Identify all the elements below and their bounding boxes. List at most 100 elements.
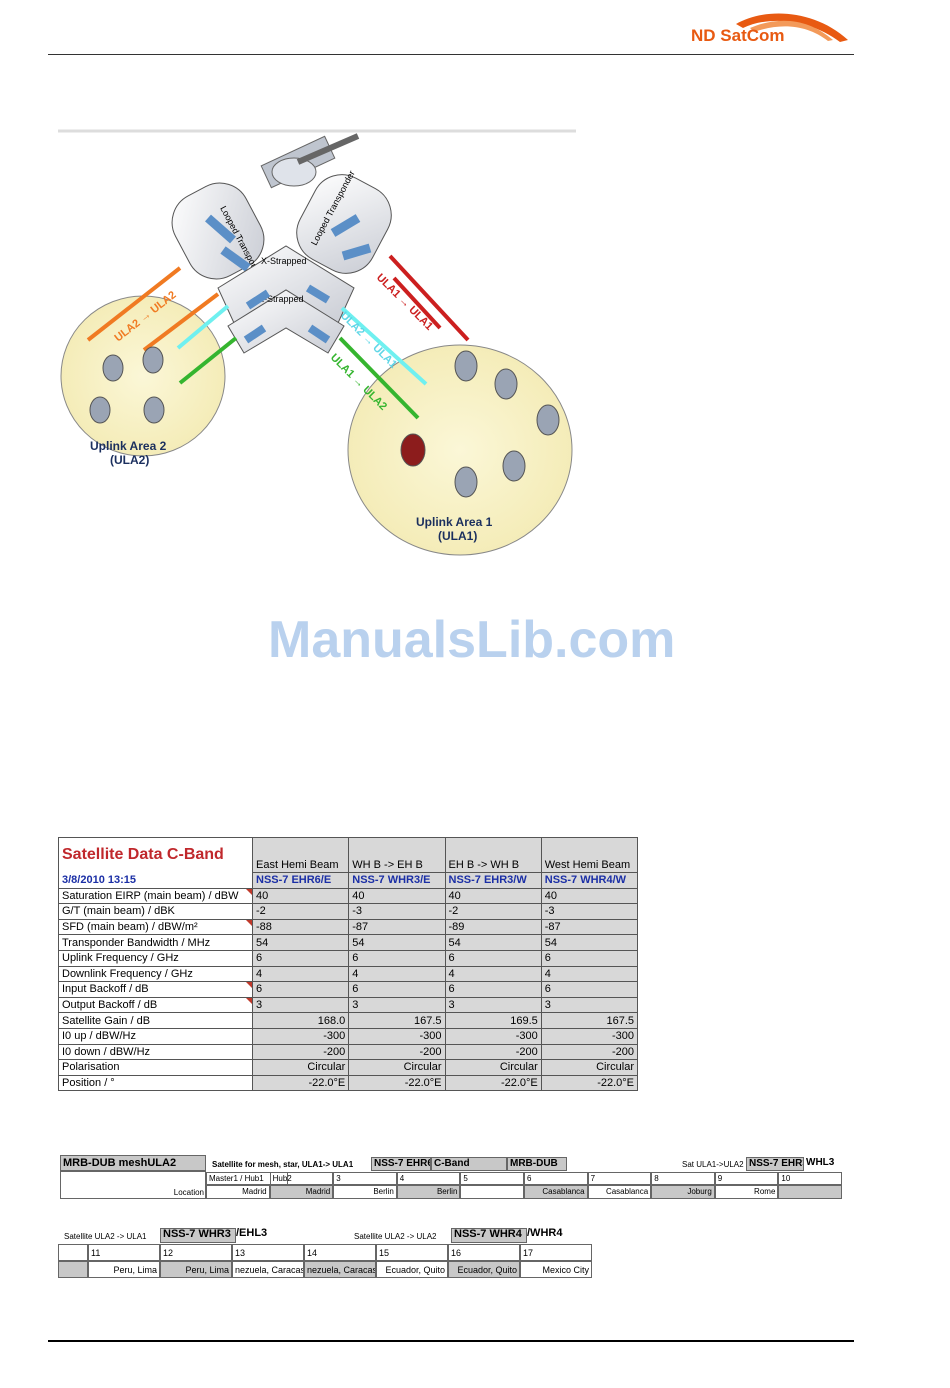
dish-icon	[494, 368, 518, 400]
table-cell: 4	[540, 965, 639, 983]
row-label: Saturation EIRP (main beam) / dBW	[58, 887, 253, 905]
location-cell: Ecuador, Quito	[376, 1261, 448, 1278]
number-cell: 16	[448, 1244, 520, 1261]
table-cell: -200	[540, 1043, 639, 1061]
table-cell: 4	[348, 965, 446, 983]
dish-icon	[536, 404, 560, 436]
mesh-mrb: MRB-DUB	[507, 1157, 567, 1171]
number-cell: 13	[232, 1244, 304, 1261]
table-cell: 40	[348, 887, 446, 905]
dish-icon	[502, 450, 526, 482]
location-cell: Rome	[714, 1185, 779, 1199]
table-cell: 54	[540, 934, 639, 951]
table-cell: 54	[251, 934, 350, 951]
row-label: Polarisation	[58, 1059, 253, 1076]
x-strapped-transponder: X-Strapped X-Strapped	[217, 245, 355, 354]
table-cell: 40	[444, 887, 542, 905]
dish-icon	[102, 354, 124, 382]
table-cell: 6	[348, 949, 446, 967]
table-cell: -22.0°E	[348, 1074, 446, 1092]
table-cell: Circular	[444, 1059, 542, 1076]
location-cell: Mexico City	[520, 1261, 592, 1278]
location-cell	[460, 1185, 524, 1199]
number-cell: 15	[376, 1244, 448, 1261]
location-cell: Joburg	[651, 1185, 715, 1199]
row-label: G/T (main beam) / dBK	[58, 903, 253, 920]
number-cell: 14	[304, 1244, 376, 1261]
table-cell: 6	[348, 981, 446, 998]
ula2-ula2-value: NSS-7 WHR4	[451, 1228, 527, 1243]
table-cell: 6	[540, 949, 639, 967]
row-label: I0 down / dBW/Hz	[58, 1043, 253, 1061]
satellite-data-table: Satellite Data C-Band East Hemi Beam WH …	[58, 837, 639, 1092]
table-cell: 4	[444, 965, 542, 983]
dish-icon	[454, 466, 478, 498]
table-cell: 6	[251, 981, 350, 998]
row-label: Downlink Frequency / GHz	[58, 965, 253, 983]
mesh-sat2-suffix: WHL3	[806, 1157, 835, 1168]
beam-name: NSS-7 EHR3/W	[444, 872, 542, 889]
number-cell: 11	[88, 1244, 160, 1261]
table-cell: 6	[251, 949, 350, 967]
satellite-topology-diagram: Looped Transponder Looped Transponder X-…	[58, 129, 576, 556]
logo-text: ND SatCom	[691, 26, 785, 45]
table-cell: 3	[348, 996, 446, 1014]
row-label: Input Backoff / dB	[58, 981, 253, 998]
table-cell: 167.5	[348, 1012, 446, 1029]
area2-label: Uplink Area 2	[90, 439, 167, 453]
row-label: Uplink Frequency / GHz	[58, 949, 253, 967]
table-cell: -87	[348, 918, 446, 936]
table-cell: -200	[251, 1043, 350, 1061]
header-rule	[48, 54, 854, 55]
dish-icon	[143, 396, 165, 424]
location-cell: Ecuador, Quito	[448, 1261, 520, 1278]
table-cell: -200	[444, 1043, 542, 1061]
mesh-sat-value: NSS-7 EHR6	[371, 1157, 431, 1171]
beam-name: NSS-7 WHR3/E	[348, 872, 446, 889]
hub-cell: 8	[651, 1172, 715, 1185]
hub-cell: 10	[778, 1172, 842, 1185]
table-cell: -200	[348, 1043, 446, 1061]
table-cell: -3	[540, 903, 639, 920]
table-cell: 3	[540, 996, 639, 1014]
hub-cell: 5	[460, 1172, 524, 1185]
row-spacer	[58, 1244, 88, 1261]
location-cell: nezuela, Caracas	[304, 1261, 376, 1278]
row-label: I0 up / dBW/Hz	[58, 1027, 253, 1045]
location-cell: Berlin	[333, 1185, 397, 1199]
table-cell: -300	[348, 1027, 446, 1045]
logo-swoosh-icon	[736, 13, 848, 42]
location-cell: Peru, Lima	[160, 1261, 232, 1278]
table-cell: -300	[444, 1027, 542, 1045]
table-date: 3/8/2010 13:15	[58, 872, 253, 889]
row-spacer	[58, 1261, 88, 1278]
hub-cell: Hub2	[269, 1172, 334, 1185]
table-cell: -22.0°E	[251, 1074, 350, 1092]
number-cell: 12	[160, 1244, 232, 1261]
location-cell: Peru, Lima	[88, 1261, 160, 1278]
ula2-ula1-value: NSS-7 WHR3	[160, 1228, 236, 1243]
table-cell: 6	[444, 981, 542, 998]
table-cell: -22.0°E	[444, 1074, 542, 1092]
area2-dishes	[89, 346, 165, 424]
table-cell: Circular	[348, 1059, 446, 1076]
looped-transponder-right: Looped Transponder	[296, 169, 392, 274]
table-row: SFD (main beam) / dBW/m²-88-87-89-87	[58, 918, 639, 936]
hub-dish-icon	[400, 433, 426, 467]
row-label: Output Backoff / dB	[58, 996, 253, 1014]
x-strapped-bottom-label: X-Strapped	[258, 294, 304, 304]
mesh-sat-label: Satellite for mesh, star, ULA1-> ULA1	[212, 1160, 354, 1169]
row-label: Transponder Bandwidth / MHz	[58, 934, 253, 951]
area1-dishes	[400, 350, 560, 498]
table-cell: Circular	[251, 1059, 350, 1076]
hub-cell: 6	[524, 1172, 588, 1185]
table-cell: 4	[251, 965, 350, 983]
table-cell: 6	[444, 949, 542, 967]
